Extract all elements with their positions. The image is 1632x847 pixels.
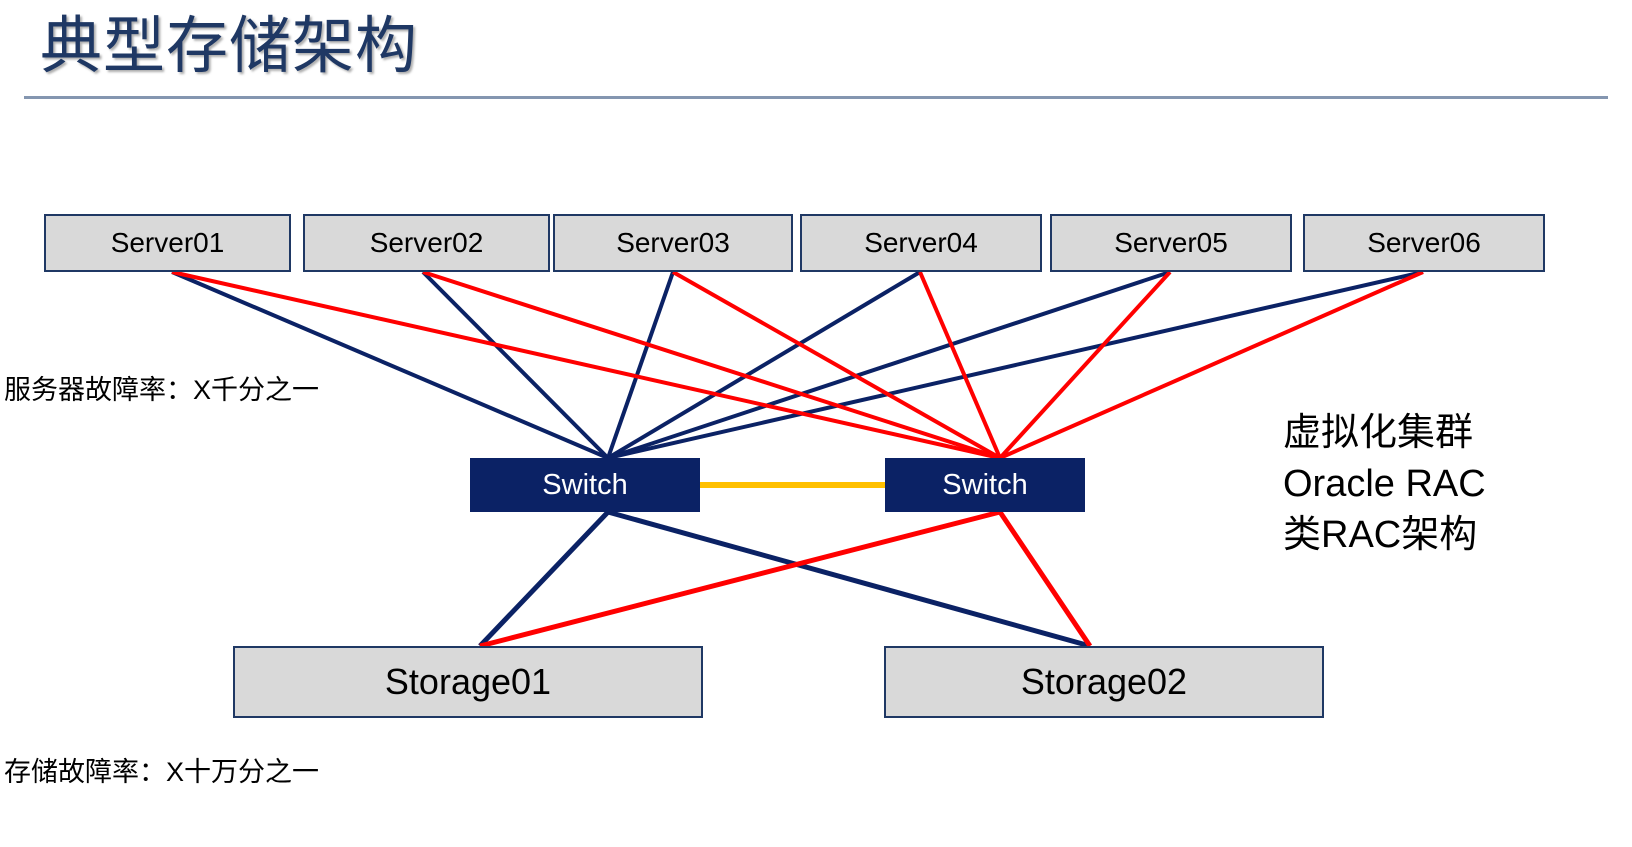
page-title: 典型存储架构 <box>40 12 419 81</box>
cluster-note-line-1: 虚拟化集群 <box>1283 412 1474 454</box>
link-server05-to-switch-right <box>998 270 1172 460</box>
link-switch-left-to-storage02 <box>607 509 1091 649</box>
switch-node-label: Switch <box>942 468 1028 501</box>
switch-node-switch-right[interactable]: Switch <box>885 458 1085 512</box>
server-node-server06[interactable]: Server06 <box>1303 214 1545 272</box>
server-node-label: Server02 <box>369 227 484 258</box>
server-node-server02[interactable]: Server02 <box>303 214 550 272</box>
storage-node-label: Storage01 <box>384 661 552 702</box>
link-switch-right-to-storage01 <box>479 509 1001 649</box>
cluster-note-line-2: Oracle RAC <box>1283 463 1486 505</box>
link-server01-to-switch-right <box>171 270 1001 460</box>
server-failure-rate-note: 服务器故障率：X千分之一 <box>4 375 320 405</box>
server-node-server01[interactable]: Server01 <box>44 214 291 272</box>
server-node-label: Server05 <box>1114 227 1228 258</box>
server-node-server03[interactable]: Server03 <box>553 214 793 272</box>
storage-failure-rate-note: 存储故障率：X十万分之一 <box>4 757 320 787</box>
switch-node-switch-left[interactable]: Switch <box>470 458 700 512</box>
link-server01-to-switch-left <box>171 270 609 460</box>
link-server04-to-switch-left <box>606 270 922 460</box>
server-node-server05[interactable]: Server05 <box>1050 214 1292 272</box>
link-switch-left-to-storage01 <box>478 510 610 648</box>
server-node-label: Server04 <box>864 227 978 258</box>
server-node-label: Server06 <box>1367 227 1481 258</box>
cluster-note-line-3: 类RAC架构 <box>1283 514 1478 556</box>
title-divider <box>24 96 1608 99</box>
link-server06-to-switch-right <box>999 270 1424 460</box>
link-server03-to-switch-left <box>606 271 675 459</box>
storage-node-storage01[interactable]: Storage01 <box>233 646 703 718</box>
link-server05-to-switch-left <box>607 270 1171 460</box>
storage-node-storage02[interactable]: Storage02 <box>884 646 1324 718</box>
switch-node-label: Switch <box>542 468 628 501</box>
server-node-server04[interactable]: Server04 <box>800 214 1042 272</box>
link-server02-to-switch-right <box>422 270 1001 460</box>
link-server04-to-switch-right <box>918 271 1002 459</box>
server-node-label: Server03 <box>616 227 730 258</box>
link-switch-right-to-storage02 <box>997 510 1093 648</box>
server-node-label: Server01 <box>110 227 225 258</box>
cluster-architecture-note: 虚拟化集群 Oracle RAC 类RAC架构 <box>1283 408 1486 561</box>
link-server02-to-switch-left <box>421 270 610 460</box>
link-server06-to-switch-left <box>607 270 1424 460</box>
link-server03-to-switch-right <box>672 270 1001 460</box>
storage-node-label: Storage02 <box>1020 661 1188 702</box>
